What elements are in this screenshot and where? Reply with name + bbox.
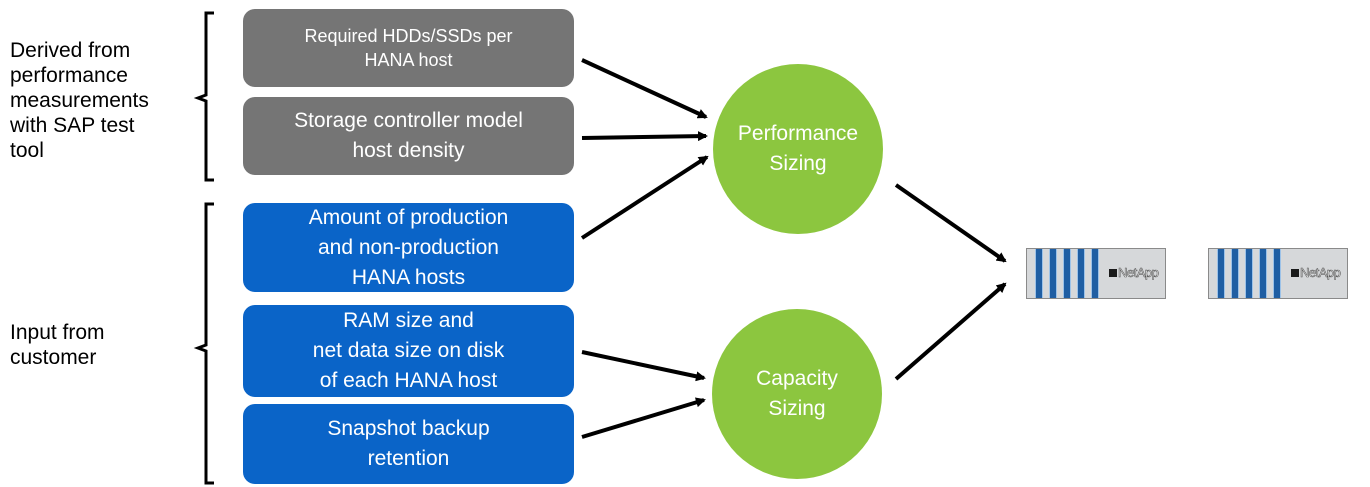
netapp-storage-unit-2: NetApp xyxy=(1208,248,1348,299)
arrow-snapshot-to-capacity xyxy=(581,397,706,439)
arrow-hosts-to-performance xyxy=(580,155,709,240)
performance-sizing-circle: Performance Sizing xyxy=(713,64,883,234)
ram-data-size-box: RAM size and net data size on disk of ea… xyxy=(243,305,574,397)
arrow-hdd-to-performance xyxy=(581,58,708,119)
derived-bracket xyxy=(193,11,214,182)
hana-hosts-box: Amount of production and non-production … xyxy=(243,203,574,292)
controller-density-box: Storage controller model host density xyxy=(243,97,574,175)
netapp-logo-icon xyxy=(1291,269,1299,277)
derived-label: Derived from performance measurements wi… xyxy=(10,39,149,162)
input-label: Input from customer xyxy=(10,321,105,369)
netapp-logo-icon xyxy=(1109,269,1117,277)
arrow-performance-to-storage xyxy=(894,183,1007,263)
netapp-storage-unit-1: NetApp xyxy=(1026,248,1166,299)
capacity-sizing-circle: Capacity Sizing xyxy=(712,309,882,479)
snapshot-retention-box: Snapshot backup retention xyxy=(243,404,574,484)
arrow-controller-to-performance xyxy=(581,131,708,142)
arrow-capacity-to-storage xyxy=(894,282,1007,381)
netapp-logo-text: NetApp xyxy=(1118,265,1159,281)
arrow-ram-to-capacity xyxy=(581,350,706,382)
input-bracket xyxy=(193,202,214,485)
hdd-per-host-box: Required HDDs/SSDs per HANA host xyxy=(243,9,574,87)
netapp-logo-text: NetApp xyxy=(1300,265,1341,281)
